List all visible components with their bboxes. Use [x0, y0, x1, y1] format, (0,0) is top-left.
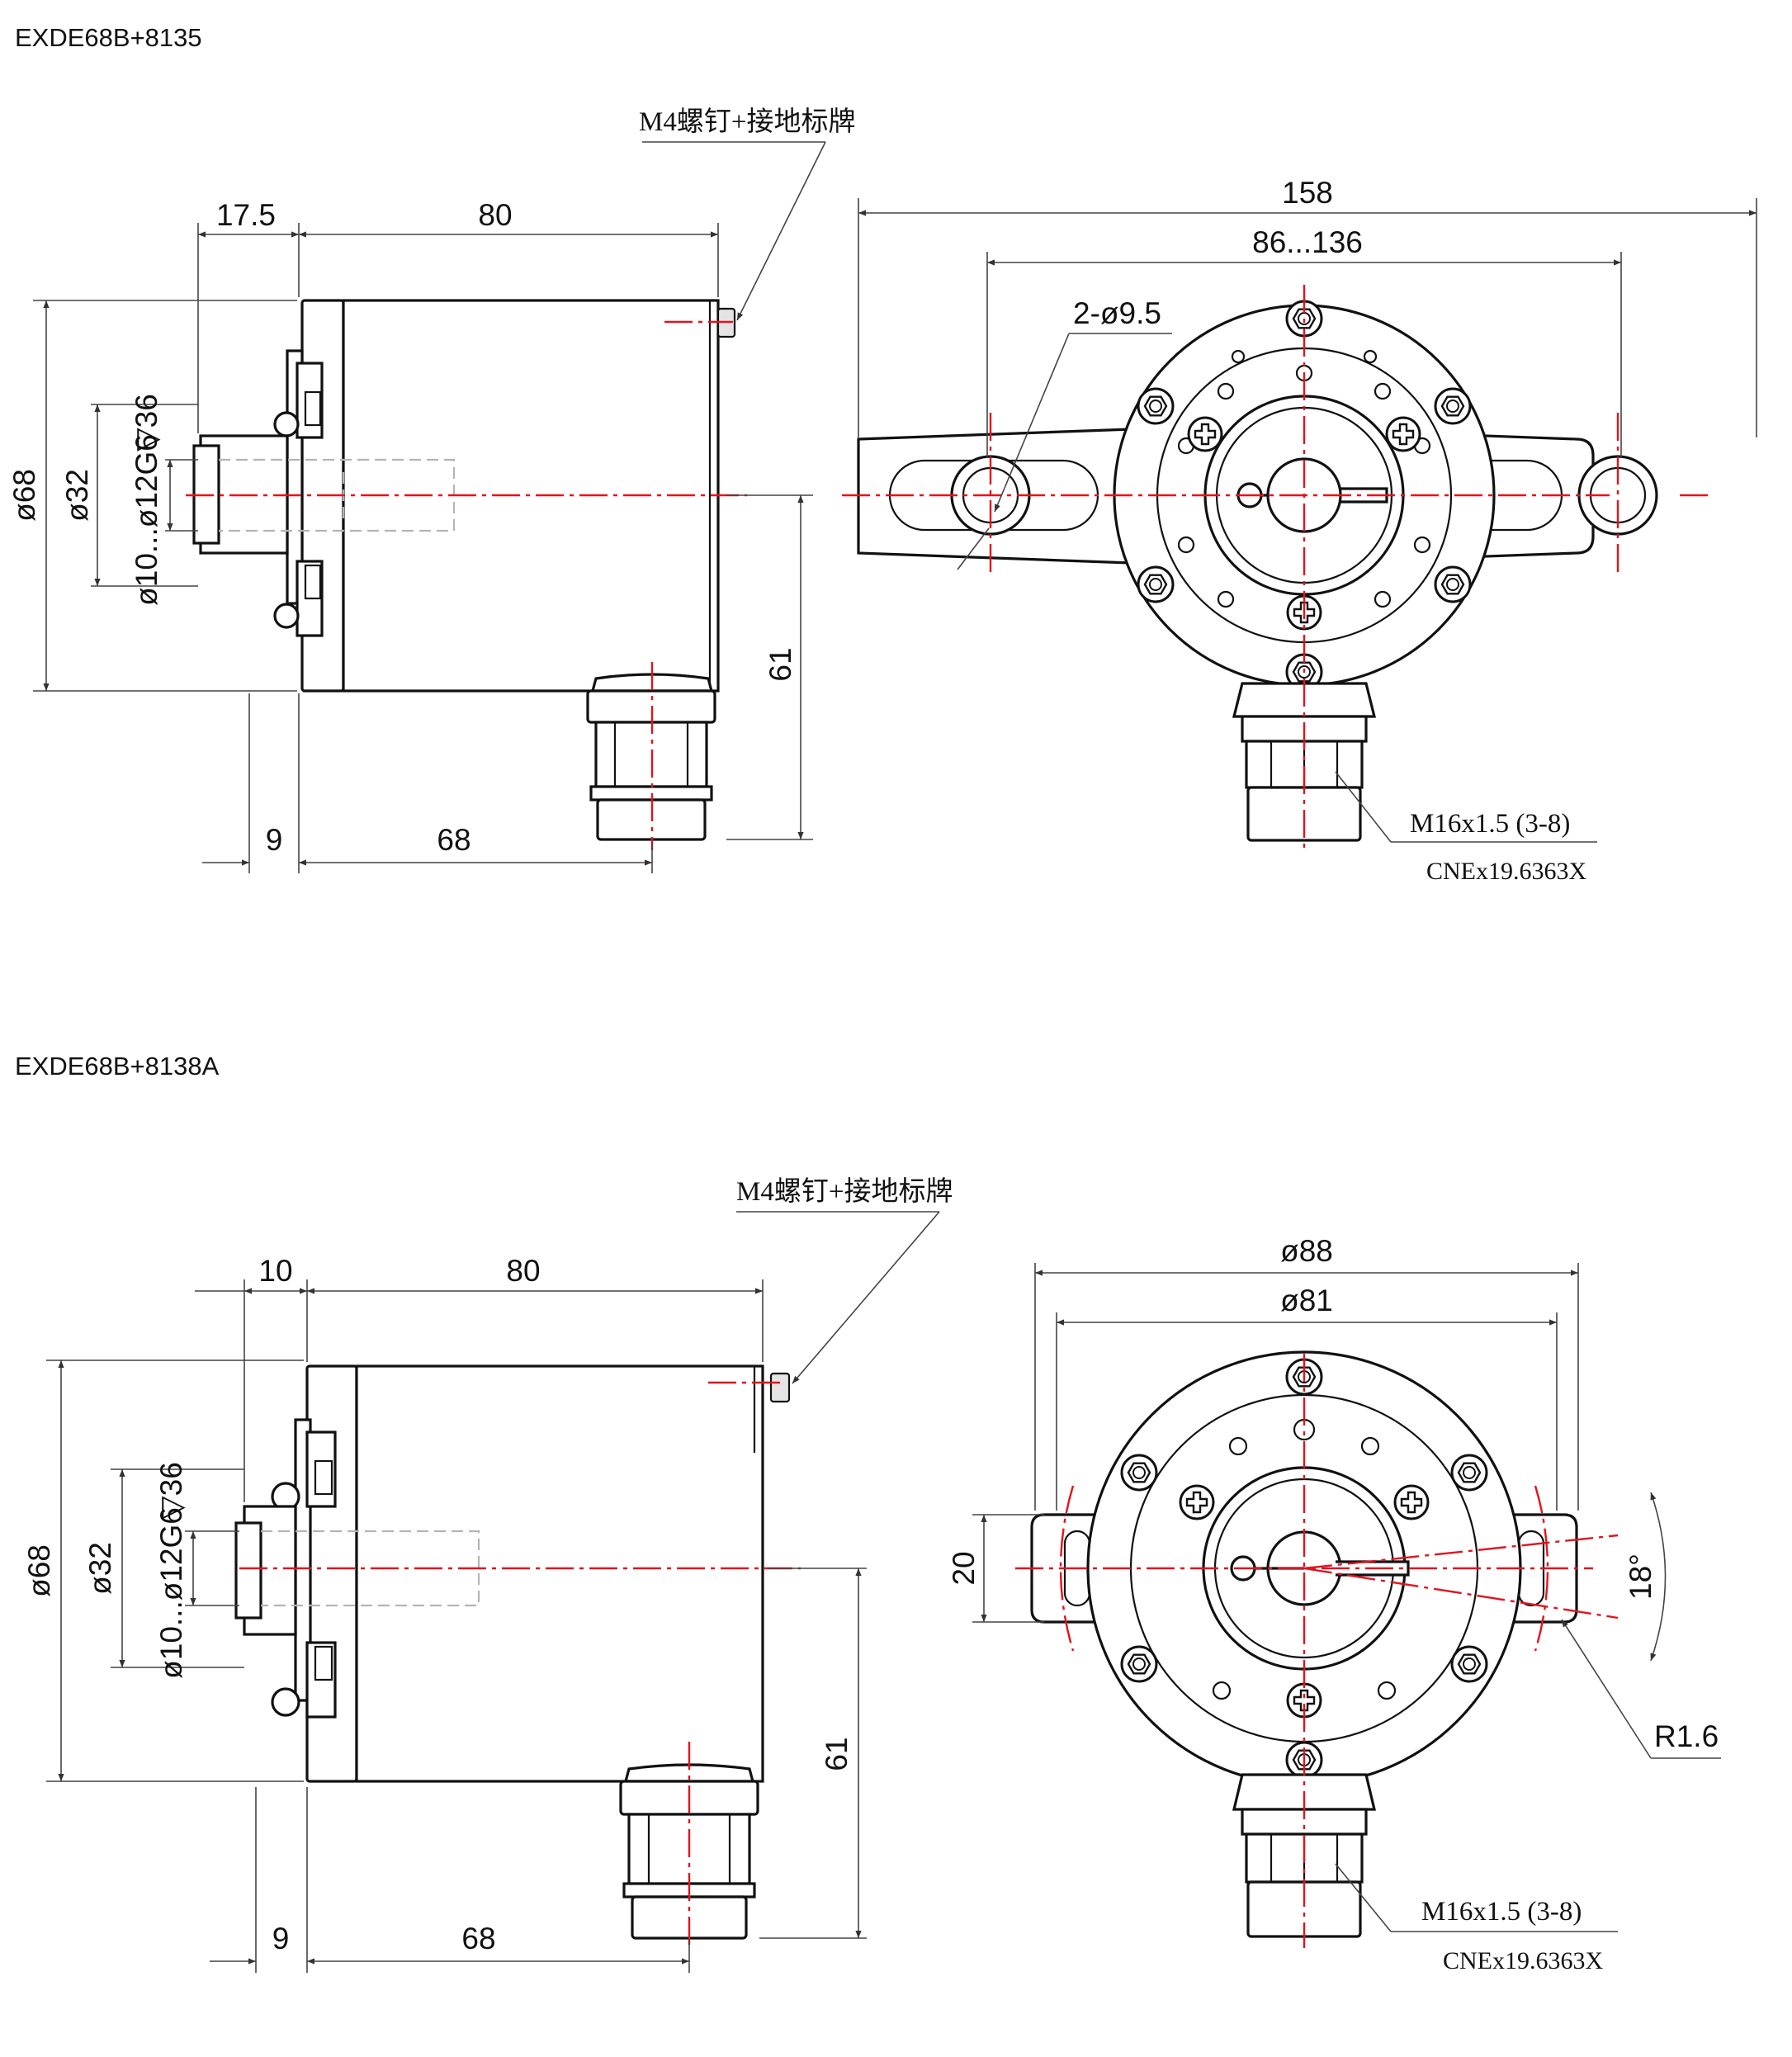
cross-screw-icon [1179, 1484, 1215, 1520]
front-view: 158 86...136 2-ø9.5 M16x1.5 (3-8) CNEx19… [842, 176, 1757, 885]
dim-flange: 17.5 [216, 198, 276, 232]
dim-radius: R1.6 [1654, 1719, 1719, 1753]
dim-shaft-dia: ø10...ø12G6 [154, 1507, 188, 1679]
shaft-bore-hidden [261, 1530, 480, 1607]
dim-flange-offset: 9 [266, 823, 283, 857]
side-dimensions: 10 80 ø68 ø32 ø10...ø12G6 ▽36 [22, 1254, 867, 1973]
depth-symbol: ▽ [130, 428, 163, 452]
dim-body-dia: ø68 [7, 469, 41, 522]
front-view: ø88 ø81 20 18° R1.6 M16x1.5 (3-8) CNEx19… [947, 1234, 1721, 1974]
view-exde68b-8138a: EXDE68B+8138A [15, 1052, 1721, 1974]
cross-screw-icon [1187, 416, 1223, 452]
dim-centering-dia: ø32 [83, 1542, 117, 1595]
dim-centering-dia: ø32 [60, 469, 94, 522]
connector-thread: M16x1.5 (3-8) [1421, 1897, 1582, 1927]
dim-hole-spacing: 86...136 [1252, 225, 1363, 259]
encoder-body [342, 299, 720, 693]
cross-screw-icon [1393, 1484, 1430, 1520]
side-view: 17.5 80 ø68 ø32 ø10...ø12G6 ▽36 [7, 106, 855, 873]
dim-body-dia: ø68 [22, 1544, 56, 1597]
dim-slot-width: 20 [947, 1551, 981, 1585]
dim-height: 61 [764, 647, 797, 681]
ground-note: M4螺钉+接地标牌 [639, 106, 855, 137]
hex-screw-icon [1434, 387, 1472, 425]
flange-plate [305, 1364, 358, 1783]
dim-flange-offset: 9 [272, 1922, 290, 1955]
ground-note: M4螺钉+接地标牌 [736, 1176, 953, 1207]
cross-screw-icon [1385, 416, 1421, 452]
connector-cert: CNEx19.6363X [1443, 1947, 1604, 1974]
dim-body-length: 80 [478, 198, 512, 232]
hex-screw-icon [1120, 1645, 1158, 1683]
dim-height: 61 [820, 1737, 853, 1771]
connector-cert: CNEx19.6363X [1426, 858, 1587, 885]
hex-screw-icon [1434, 565, 1472, 603]
hex-screw-icon [1450, 1454, 1488, 1492]
hex-screw-icon [1450, 1645, 1488, 1683]
side-view: 10 80 ø68 ø32 ø10...ø12G6 ▽36 [22, 1176, 953, 1973]
dim-holes: 2-ø9.5 [1073, 296, 1161, 330]
hex-screw-icon [1120, 1454, 1158, 1492]
model-title: EXDE68B+8138A [15, 1052, 220, 1081]
dim-connector-offset: 68 [461, 1922, 495, 1955]
hex-screw-icon [1137, 387, 1175, 425]
dim-body-length: 80 [506, 1254, 540, 1288]
hex-screw-icon [1137, 565, 1175, 603]
dim-shaft-depth: 36 [130, 394, 163, 428]
view-exde68b-8135: EXDE68B+8135 [7, 23, 1757, 885]
dim-flange: 10 [258, 1254, 292, 1288]
dim-angle: 18° [1624, 1553, 1657, 1600]
dim-shaft-dia: ø10...ø12G6 [130, 434, 163, 606]
dim-shaft-depth: 36 [154, 1462, 188, 1496]
depth-symbol: ▽ [154, 1496, 188, 1520]
encoder-body [355, 1364, 764, 1783]
dim-bolt-circle-dia: ø81 [1280, 1284, 1333, 1317]
svg-text:▽36: ▽36 [130, 394, 163, 452]
dim-connector-offset: 68 [437, 823, 470, 857]
ground-screw [769, 1372, 791, 1403]
side-dimensions: 17.5 80 ø68 ø32 ø10...ø12G6 ▽36 [7, 198, 813, 873]
connector-thread: M16x1.5 (3-8) [1410, 809, 1570, 839]
dim-overall-width: 158 [1282, 176, 1333, 210]
svg-text:▽36: ▽36 [154, 1462, 188, 1520]
dim-outer-dia: ø88 [1280, 1234, 1333, 1268]
model-title: EXDE68B+8135 [15, 23, 202, 52]
